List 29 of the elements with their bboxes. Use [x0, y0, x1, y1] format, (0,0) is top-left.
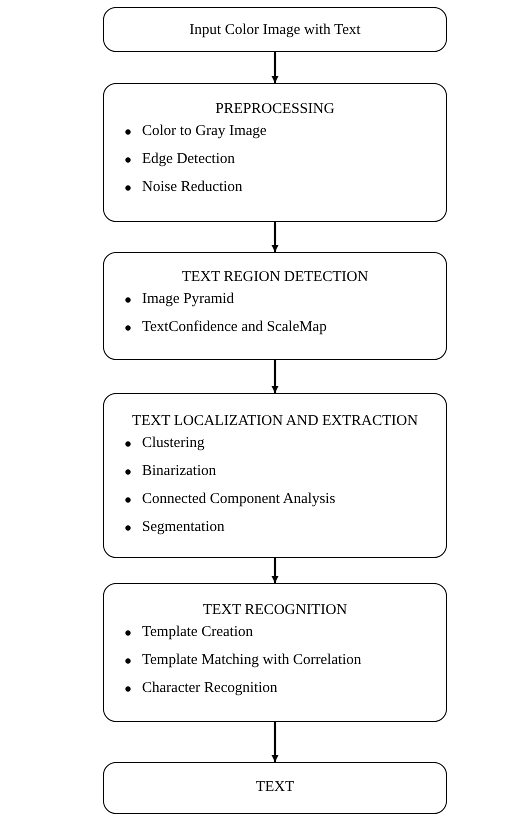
arrow	[272, 360, 278, 393]
bullet-item: Character Recognition	[142, 679, 278, 697]
bullet-item: Clustering	[142, 434, 204, 452]
arrow	[272, 222, 278, 252]
arrow	[272, 722, 278, 762]
bullet-item: Color to Gray Image	[142, 122, 267, 140]
bullet-item: Noise Reduction	[142, 178, 242, 196]
process-box	[103, 393, 447, 558]
bullet-item: Template Matching with Correlation	[142, 651, 362, 669]
bullet-item: Binarization	[142, 462, 216, 480]
step-title: TEXT REGION DETECTION	[182, 268, 368, 286]
process-box	[103, 762, 447, 814]
bullet-item: Segmentation	[142, 518, 224, 536]
arrow	[272, 52, 278, 83]
bullet-item: TextConfidence and ScaleMap	[142, 318, 327, 336]
step-title: Input Color Image with Text	[189, 21, 361, 39]
process-box	[103, 83, 447, 222]
bullet-item: Connected Component Analysis	[142, 490, 336, 508]
bullet-item: Image Pyramid	[142, 290, 234, 308]
bullet-item: Template Creation	[142, 623, 253, 641]
process-box	[103, 583, 447, 722]
step-title: TEXT	[256, 778, 294, 796]
arrow	[272, 558, 278, 583]
step-title: TEXT RECOGNITION	[202, 601, 348, 619]
process-box	[103, 7, 447, 52]
step-title: PREPROCESSING	[215, 100, 335, 118]
process-box	[103, 252, 447, 360]
step-title: TEXT LOCALIZATION AND EXTRACTION	[132, 412, 418, 430]
bullet-item: Edge Detection	[142, 150, 235, 168]
